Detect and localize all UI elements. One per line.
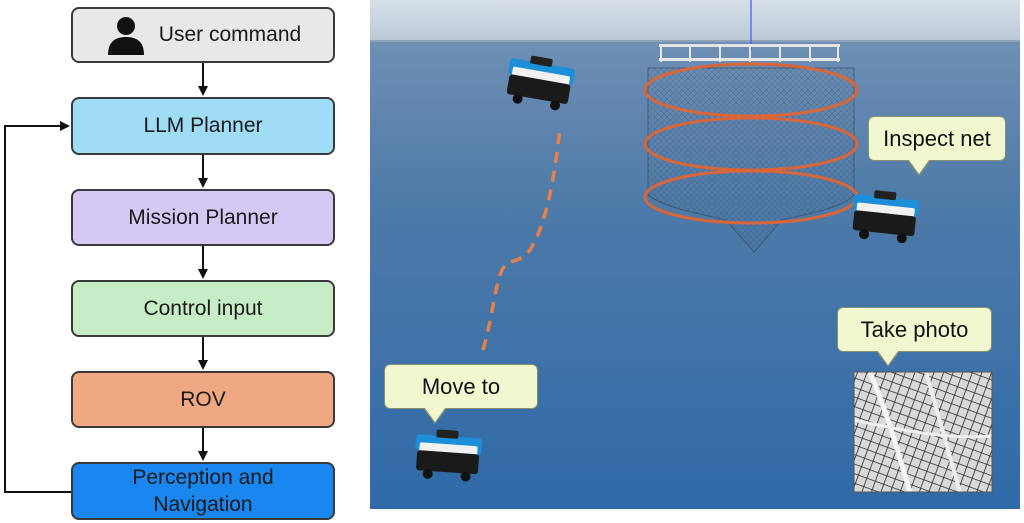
- simulation-scene: Inspect net Move to Take photo: [370, 0, 1020, 509]
- rov-drone-icon: [415, 429, 483, 482]
- perception-navigation-box: Perception and Navigation: [71, 462, 335, 520]
- feedback-loop-arrow: [4, 121, 71, 493]
- flowchart-connectors: [4, 63, 208, 493]
- mission-planner-label: Mission Planner: [128, 205, 278, 229]
- control-input-box: Control input: [71, 280, 335, 337]
- llm-planner-box: LLM Planner: [71, 97, 335, 155]
- control-input-label: Control input: [143, 296, 263, 320]
- rov-label: ROV: [180, 387, 226, 411]
- inspect-net-callout: Inspect net: [868, 116, 1006, 176]
- rov-drone-icon: [506, 55, 576, 111]
- rov-trajectory: [481, 127, 562, 351]
- inspection-photo: [853, 371, 993, 493]
- user-icon: [107, 17, 144, 55]
- rov-drone-icon: [852, 190, 920, 244]
- sky: [370, 0, 1020, 42]
- move-to-callout: Move to: [384, 364, 538, 424]
- mission-planner-box: Mission Planner: [71, 189, 335, 246]
- perception-label-line1: Perception and: [132, 465, 274, 489]
- move-to-label: Move to: [421, 373, 501, 399]
- take-photo-label: Take photo: [860, 316, 969, 342]
- inspect-net-label: Inspect net: [883, 125, 991, 151]
- inspection-ring-top: [643, 62, 859, 118]
- take-photo-callout: Take photo: [837, 307, 992, 367]
- user-command-box: User command: [71, 7, 335, 63]
- perception-label-line2: Navigation: [153, 493, 253, 516]
- user-command-label: User command: [158, 23, 302, 47]
- rov-box: ROV: [71, 371, 335, 428]
- llm-planner-label: LLM Planner: [143, 114, 263, 138]
- net-pen-platform: [659, 44, 840, 62]
